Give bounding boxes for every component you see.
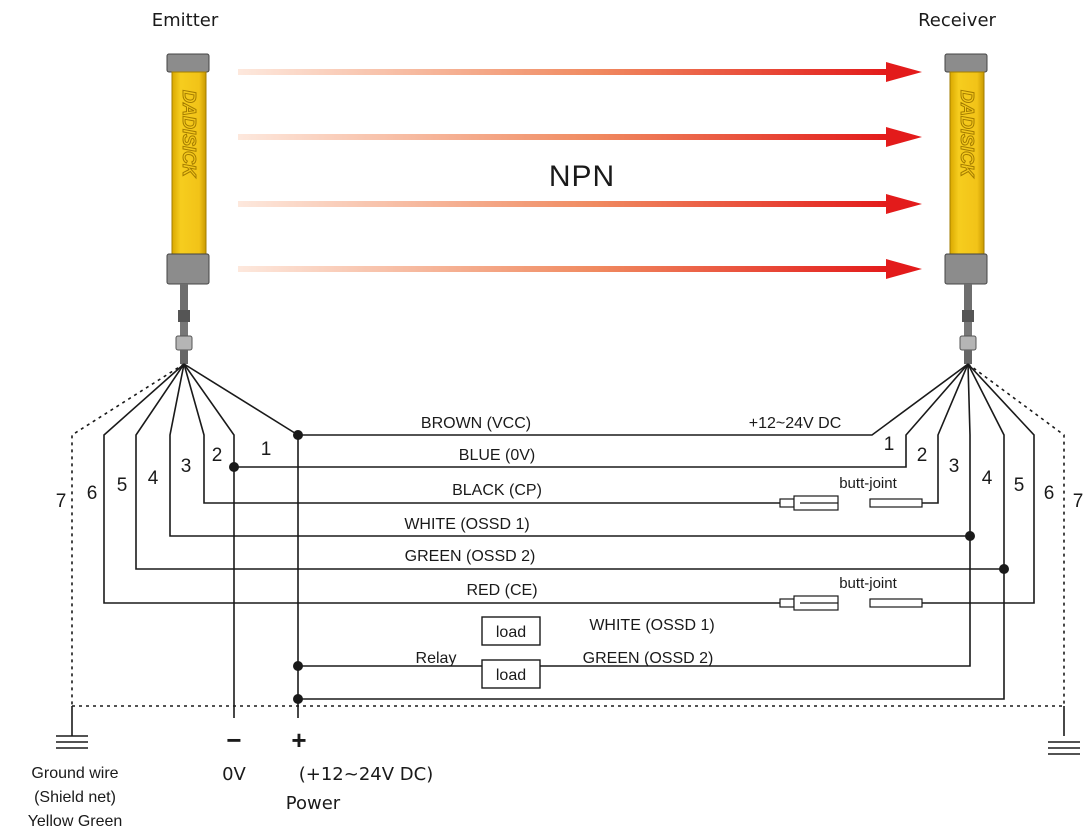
emitter-wires [71,363,1004,718]
butt-joint-label-2: butt-joint [839,575,897,592]
emitter-pin-2: 2 [212,445,223,466]
power-dc-range: (+12~24V DC) [299,764,433,785]
load-1: load [481,616,541,646]
receiver-pin-2: 2 [917,445,928,466]
wire-label-red: RED (CE) [466,582,537,599]
light-beams [238,62,922,279]
wire-label-relay-green: GREEN (OSSD 2) [583,650,714,667]
receiver-pin-3: 3 [949,456,960,477]
emitter-pin-4: 4 [148,468,159,489]
emitter-pin-numbers: 1 2 3 4 5 6 7 [56,439,272,512]
wire-label-black: BLACK (CP) [452,482,542,499]
beam-2 [238,127,922,147]
receiver-pin-numbers: 1 2 3 4 5 6 7 [884,434,1084,512]
emitter-pin-6: 6 [87,483,98,504]
receiver-pin-4: 4 [982,468,993,489]
mode-label: NPN [549,160,615,193]
receiver-title: Receiver [918,10,996,31]
load-2: load [481,659,541,689]
receiver-pin-6: 6 [1044,483,1055,504]
receiver-pin-1: 1 [884,434,895,455]
relay-label: Relay [416,650,457,667]
receiver-brand: DADISICK [957,90,977,179]
beam-1 [238,62,922,82]
ground-symbol-left [56,706,88,749]
emitter-pin-1: 1 [261,439,272,460]
wire-label-green: GREEN (OSSD 2) [405,548,536,565]
wire-label-relay-white: WHITE (OSSD 1) [589,617,714,634]
receiver-device: DADISICK [944,53,988,364]
ground-label-line1: Ground wire [31,765,118,782]
receiver-pin-7: 7 [1073,491,1084,512]
butt-joint-red [779,595,923,611]
power-label: Power [286,793,341,814]
emitter-pin-3: 3 [181,456,192,477]
wire-label-white: WHITE (OSSD 1) [404,516,529,533]
wire-label-supply: +12~24V DC [749,415,842,432]
junctions [229,430,1009,704]
wire-label-blue: BLUE (0V) [459,447,535,464]
emitter-pin-5: 5 [117,475,128,496]
receiver-pin-5: 5 [1014,475,1025,496]
beam-3 [238,194,922,214]
emitter-device: DADISICK [166,53,210,364]
power-rails [72,435,1064,718]
ground-label-line2: (Shield net) [34,789,116,806]
emitter-title: Emitter [152,10,219,31]
butt-joint-black [779,495,923,511]
power-zero-volt: 0V [222,764,246,785]
load-2-label: load [496,667,526,684]
emitter-brand: DADISICK [179,90,199,179]
ground-symbol-right [1048,706,1080,755]
ground-label-line3: Yellow Green [28,813,123,830]
emitter-pin-7: 7 [56,491,67,512]
power-plus: + [291,725,306,755]
load-1-label: load [496,624,526,641]
power-minus: − [226,725,241,755]
beam-4 [238,259,922,279]
wire-label-brown: BROWN (VCC) [421,415,531,432]
butt-joint-label-1: butt-joint [839,475,897,492]
